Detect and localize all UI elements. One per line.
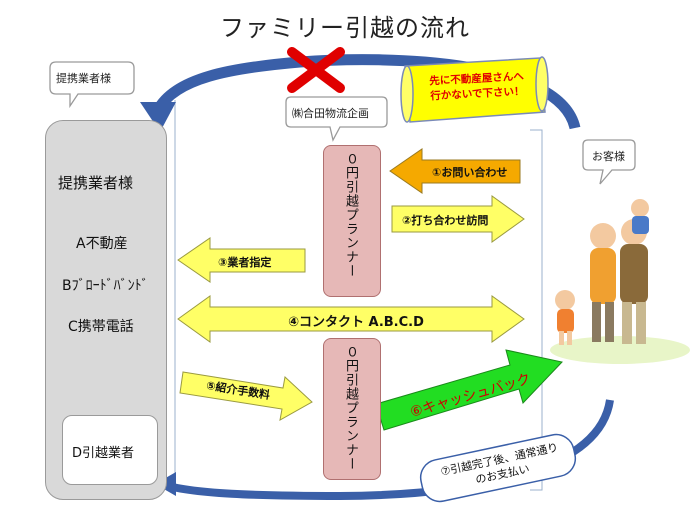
contact-double-arrow bbox=[177, 295, 525, 343]
customer-callout-text: お客様 bbox=[592, 150, 625, 163]
visit-label: ②打ち合わせ訪問 bbox=[402, 214, 489, 227]
planner-box-bottom bbox=[323, 338, 381, 480]
partner-item-c: C携帯電話 bbox=[68, 319, 134, 335]
inquiry-arrow bbox=[389, 148, 521, 194]
customer-callout-bubble bbox=[582, 139, 636, 185]
partner-callout-bubble bbox=[49, 61, 135, 109]
partner-item-b: Bﾌﾞﾛｰﾄﾞﾊﾞﾝﾄﾞ bbox=[62, 278, 149, 294]
planner-label-top: ０円引越プランナー bbox=[343, 152, 358, 278]
customer-bracket bbox=[530, 129, 543, 491]
referral-fee-arrow bbox=[179, 371, 313, 421]
warning-text: 先に不動産屋さんへ 行かないで下さい！ bbox=[417, 69, 536, 105]
partner-callout-text: 提携業者様 bbox=[56, 72, 111, 85]
moving-company-label: D引越業者 bbox=[72, 446, 135, 461]
warning-scroll-icon bbox=[400, 56, 549, 123]
final-payment-box bbox=[419, 433, 577, 503]
visit-arrow bbox=[391, 195, 525, 243]
assign-label: ③業者指定 bbox=[218, 256, 272, 269]
company-callout-text: ㈱合田物流企画 bbox=[292, 107, 369, 120]
page-title: ファミリー引越の流れ bbox=[220, 14, 470, 42]
red-x-icon bbox=[287, 47, 345, 93]
bottom-curved-arrow bbox=[160, 399, 614, 501]
moving-company-box bbox=[62, 415, 158, 485]
assign-arrow bbox=[177, 237, 306, 283]
planner-label-bottom: ０円引越プランナー bbox=[343, 345, 358, 471]
contact-label: ④コンタクト A.B.C.D bbox=[288, 315, 424, 330]
inquiry-label: ①お問い合わせ bbox=[432, 166, 508, 179]
top-curved-arrowhead bbox=[140, 102, 176, 132]
family-illustration-icon bbox=[550, 199, 690, 364]
partner-item-a: A不動産 bbox=[76, 236, 128, 252]
planner-box-top bbox=[323, 145, 381, 297]
cashback-arrow bbox=[375, 349, 563, 431]
company-callout-bubble bbox=[285, 96, 388, 142]
partner-panel-heading: 提携業者様 bbox=[58, 174, 134, 192]
